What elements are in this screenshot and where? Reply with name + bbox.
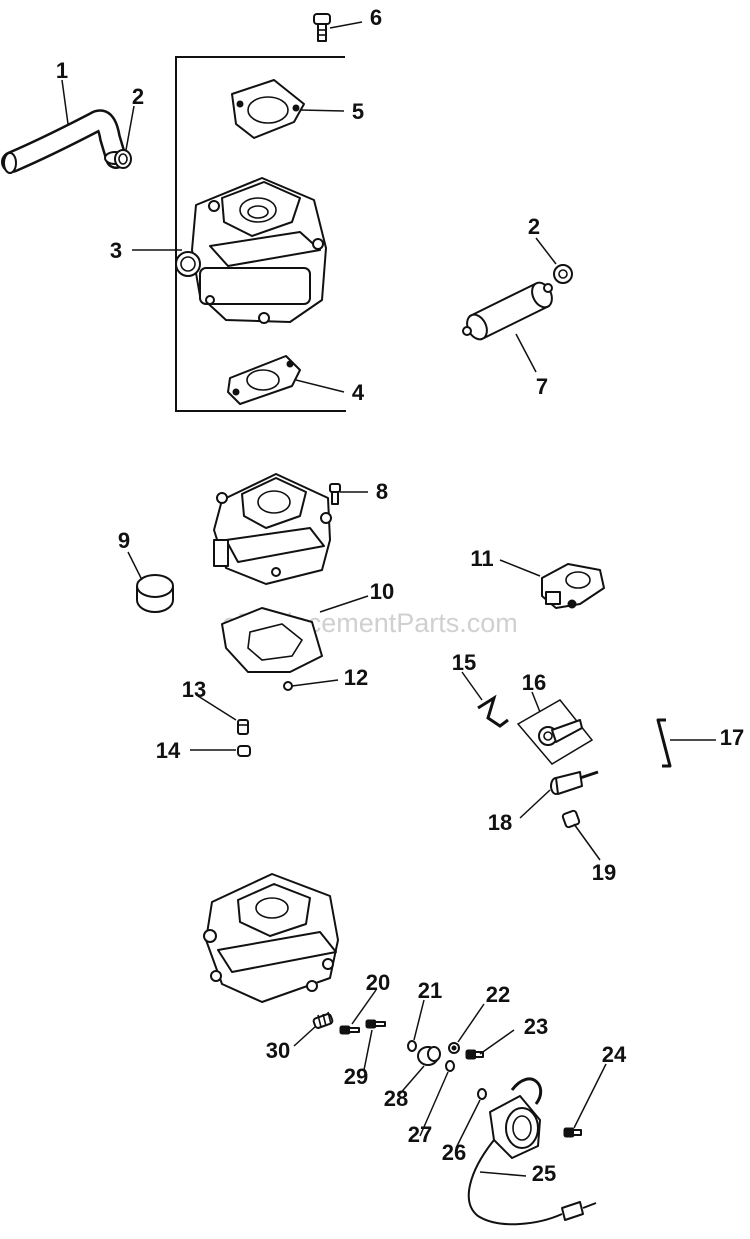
screw-part-20 — [339, 1025, 360, 1035]
spring-part-30 — [312, 1011, 334, 1029]
top-gasket-part — [231, 79, 305, 139]
callout-labels: 1 2 3 4 5 6 7 2 8 9 10 11 12 13 14 15 16… — [56, 5, 744, 1186]
callout-29: 29 — [344, 1064, 368, 1089]
jet-part — [417, 1046, 441, 1066]
callout-2: 2 — [132, 84, 144, 109]
leader-lines — [61, 21, 716, 1177]
inlet-needle-part — [237, 745, 251, 757]
callout-12: 12 — [344, 665, 368, 690]
callout-4: 4 — [352, 380, 365, 405]
callout-19: 19 — [592, 860, 616, 885]
carburetor-gasket-part — [227, 355, 301, 405]
choke-body-part — [541, 563, 605, 609]
throttle-lever-part — [516, 699, 594, 765]
callout-30: 30 — [266, 1038, 290, 1063]
o-ring-part-27 — [445, 1060, 455, 1072]
callout-10: 10 — [370, 579, 394, 604]
fuel-solenoid-part — [467, 1077, 597, 1226]
hose-clamp-part — [114, 149, 132, 169]
callout-17: 17 — [720, 725, 744, 750]
screw-part-24 — [563, 1127, 582, 1138]
callout-18: 18 — [488, 810, 512, 835]
o-ring-part-21 — [407, 1040, 417, 1052]
callout-6: 6 — [370, 5, 382, 30]
hose-clamp-part-right — [553, 264, 573, 284]
link-rod-part — [656, 718, 672, 768]
carburetor-body-part — [213, 473, 332, 585]
callout-24: 24 — [602, 1042, 627, 1067]
spring-part-15 — [477, 694, 509, 728]
screw-part-23 — [465, 1049, 484, 1060]
screw-part-8 — [329, 483, 341, 505]
callout-11: 11 — [470, 546, 493, 571]
assembly-bracket — [175, 56, 346, 412]
callout-5: 5 — [352, 99, 364, 124]
callout-9: 9 — [118, 528, 130, 553]
callout-21: 21 — [418, 978, 442, 1003]
o-ring-part-12 — [283, 681, 293, 691]
callout-3: 3 — [110, 238, 122, 263]
callout-16: 16 — [522, 670, 546, 695]
callout-2-right: 2 — [528, 214, 540, 239]
callout-27: 27 — [408, 1122, 432, 1147]
washer-part — [448, 1042, 460, 1054]
callout-1: 1 — [56, 58, 68, 83]
screw-part-19 — [561, 809, 581, 829]
gasket-part-26 — [477, 1088, 487, 1100]
callout-13: 13 — [182, 677, 206, 702]
screw-part-top — [313, 13, 331, 42]
callout-8: 8 — [376, 479, 388, 504]
screw-part-29 — [365, 1019, 386, 1029]
callout-14: 14 — [156, 738, 181, 763]
fuel-filter-part — [462, 281, 553, 341]
callout-7: 7 — [536, 374, 548, 399]
carburetor-assembly-part — [175, 177, 327, 324]
callout-28: 28 — [384, 1086, 408, 1111]
bowl-gasket-part — [221, 607, 323, 673]
callout-20: 20 — [366, 970, 390, 995]
callout-15: 15 — [452, 650, 476, 675]
carburetor-base-part — [203, 873, 339, 1003]
float-part — [136, 574, 174, 613]
callout-22: 22 — [486, 982, 510, 1007]
callout-25: 25 — [532, 1161, 556, 1186]
callout-23: 23 — [524, 1014, 548, 1039]
callout-26: 26 — [442, 1140, 466, 1165]
idle-screw-part — [550, 770, 599, 795]
fuel-hose-part — [1, 109, 127, 174]
needle-seat-part — [237, 719, 249, 735]
